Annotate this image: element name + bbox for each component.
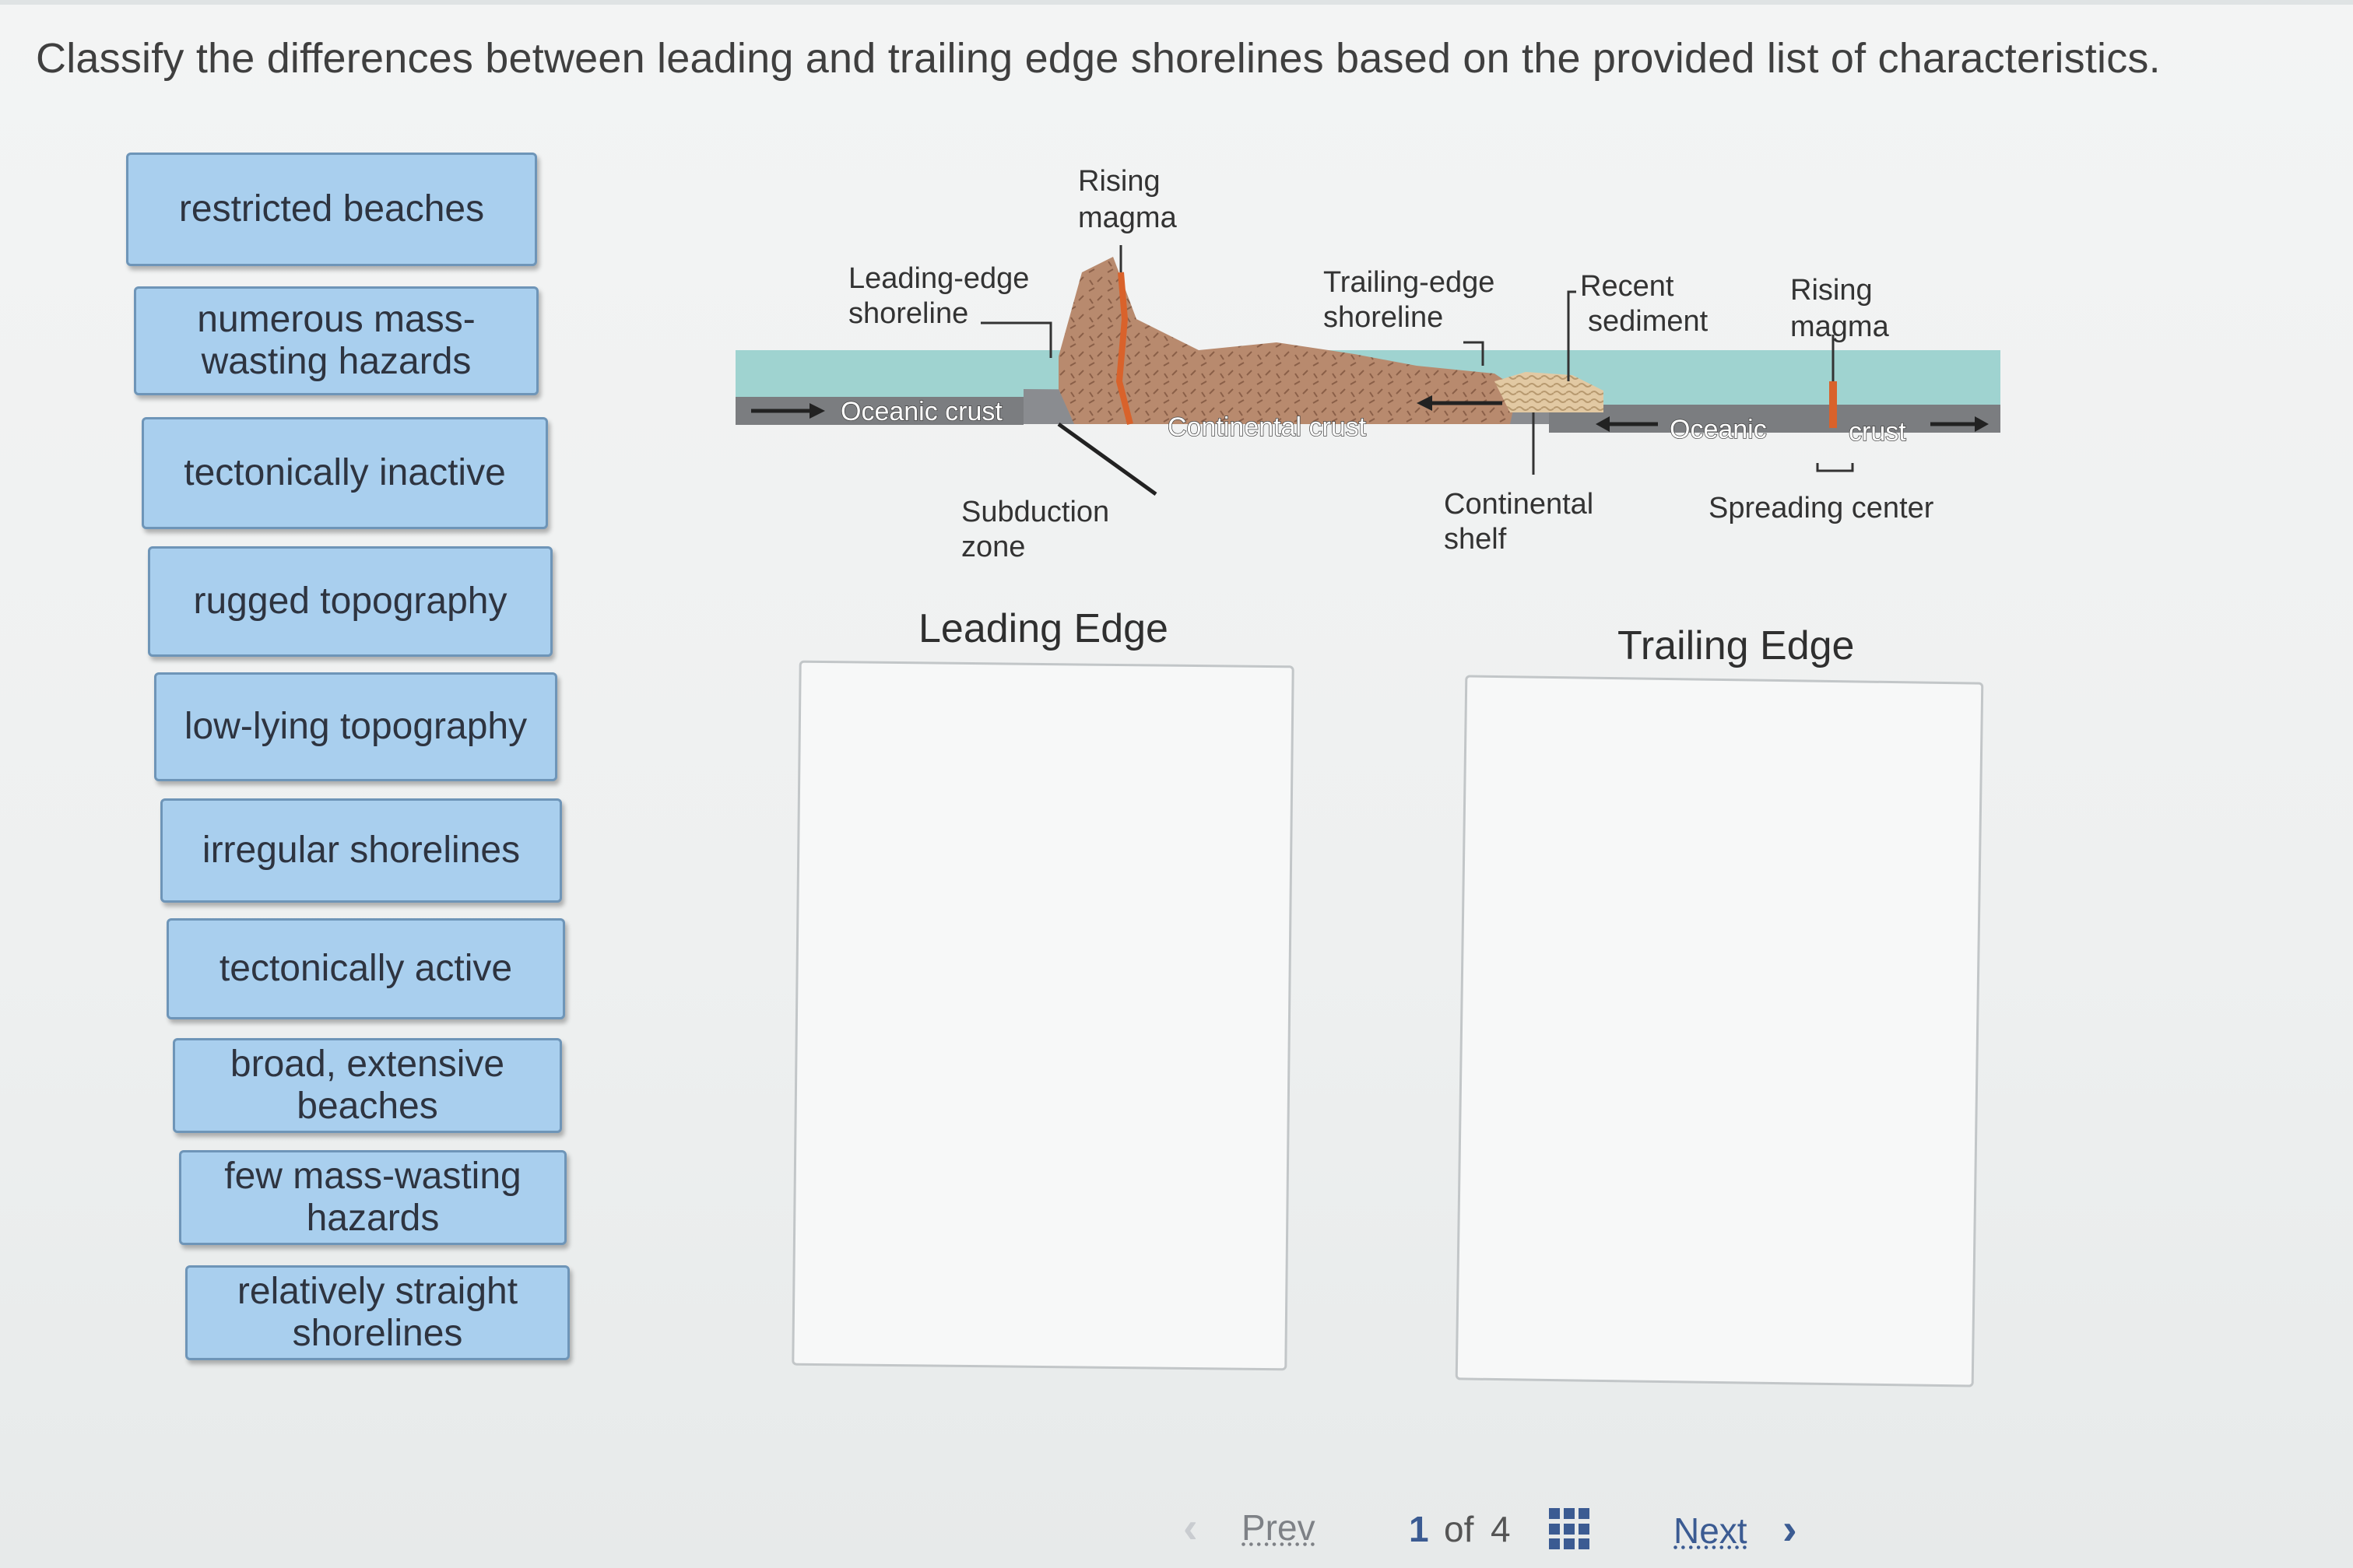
subduction-zone-line1: Subduction — [961, 496, 1109, 528]
pagination: ‹ Prev 1 of 4 Next › — [1168, 1502, 1868, 1556]
rising-magma-right-line2: magma — [1790, 310, 1890, 343]
leader-recent-sediment — [1567, 290, 1576, 381]
next-button[interactable]: Next — [1673, 1510, 1747, 1551]
recent-sediment-wedge — [1494, 372, 1603, 412]
card-relatively-straight-shorelines[interactable]: relatively straight shorelines — [185, 1265, 570, 1360]
leader-spreading-center — [1816, 463, 1854, 472]
subduction-arrow — [1057, 422, 1157, 496]
oceanic-crust-right-band — [1549, 405, 2000, 433]
page-of: of — [1444, 1509, 1474, 1549]
rising-magma-right-line1: Rising — [1790, 274, 1873, 307]
instructions-text: Classify the differences between leading… — [36, 35, 2161, 82]
leading-edge-shoreline-line2: shoreline — [848, 297, 968, 330]
total-pages: 4 — [1491, 1509, 1511, 1549]
recent-sediment-line2: sediment — [1588, 305, 1709, 338]
magma-left — [1115, 272, 1133, 425]
trailing-edge-shoreline-line2: shoreline — [1323, 301, 1443, 334]
trailing-edge-shoreline-line1: Trailing-edge — [1323, 266, 1494, 299]
chevron-right-icon[interactable]: › — [1782, 1504, 1797, 1553]
card-numerous-mass-wasting-hazards[interactable]: numerous mass-wasting hazards — [134, 286, 539, 395]
rising-magma-left-line2: magma — [1078, 202, 1178, 234]
recent-sediment-line1: Recent — [1580, 270, 1674, 303]
card-rugged-topography[interactable]: rugged topography — [148, 546, 553, 657]
leading-edge-title: Leading Edge — [918, 606, 1168, 651]
current-page: 1 — [1409, 1509, 1429, 1549]
oceanic-right-label: Oceanic — [1670, 415, 1767, 444]
card-restricted-beaches[interactable]: restricted beaches — [126, 153, 537, 266]
continental-crust-label: Continental crust — [1168, 412, 1367, 442]
shoreline-diagram: Rising magma Leading-edge shoreline Trai… — [732, 156, 2008, 591]
trailing-edge-title: Trailing Edge — [1617, 623, 1855, 668]
trailing-edge-dropzone[interactable] — [1455, 675, 1984, 1387]
card-tectonically-active[interactable]: tectonically active — [167, 918, 565, 1019]
card-low-lying-topography[interactable]: low-lying topography — [154, 672, 557, 781]
spreading-center-label: Spreading center — [1709, 492, 1934, 524]
crust-right-label: crust — [1849, 417, 1906, 447]
card-broad-extensive-beaches[interactable]: broad, extensive beaches — [173, 1038, 562, 1133]
subduction-zone-line2: zone — [961, 531, 1025, 563]
card-few-mass-wasting-hazards[interactable]: few mass-wasting hazards — [179, 1150, 567, 1245]
grid-icon[interactable] — [1549, 1508, 1591, 1550]
prev-button[interactable]: Prev — [1241, 1507, 1315, 1548]
leader-trailing-edge — [1463, 341, 1484, 366]
continental-shelf-line2: shelf — [1444, 523, 1507, 556]
card-tectonically-inactive[interactable]: tectonically inactive — [142, 417, 548, 529]
oceanic-crust-left-label: Oceanic crust — [841, 397, 1003, 426]
continental-shelf-line1: Continental — [1444, 488, 1593, 521]
top-border — [0, 0, 2353, 5]
leader-leading-edge — [981, 321, 1052, 358]
leading-edge-shoreline-line1: Leading-edge — [848, 262, 1029, 295]
leading-edge-dropzone[interactable] — [792, 660, 1294, 1371]
rising-magma-left-line1: Rising — [1078, 165, 1161, 198]
chevron-left-icon: ‹ — [1183, 1503, 1198, 1552]
continent-rock — [1059, 257, 1518, 424]
card-irregular-shorelines[interactable]: irregular shorelines — [160, 798, 562, 903]
